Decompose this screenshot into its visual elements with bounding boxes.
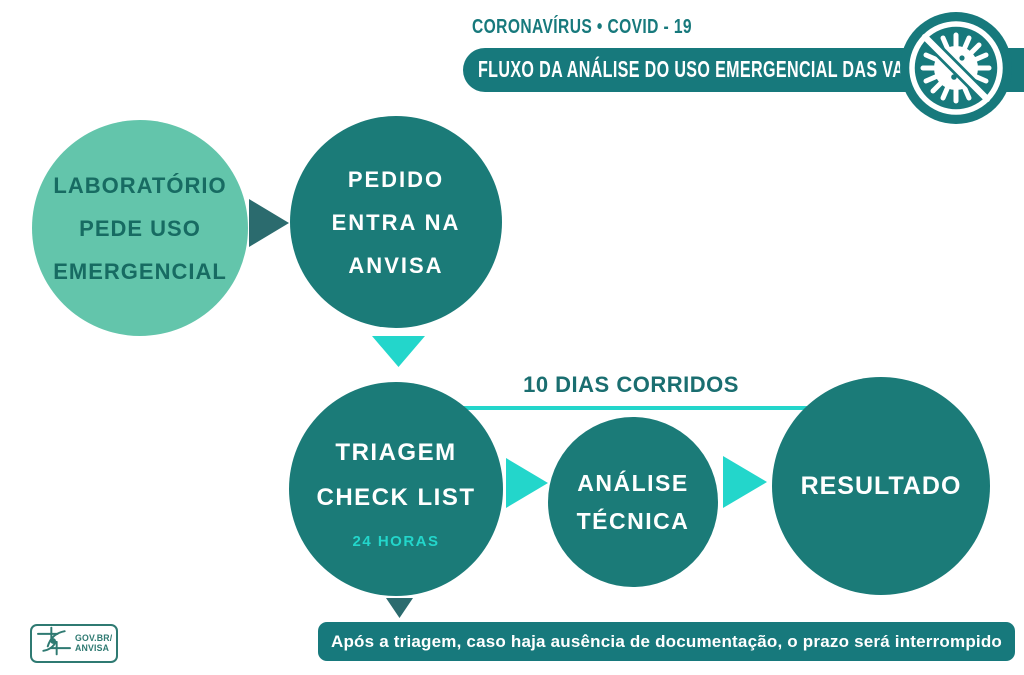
timeline-line <box>397 406 871 410</box>
step-analise-circle: ANÁLISE TÉCNICA <box>548 417 718 587</box>
arrow-right-icon <box>506 458 548 508</box>
govbr-anvisa-logo: GOV.BR/ ANVISA <box>30 624 118 663</box>
arrow-down-icon <box>372 336 425 367</box>
step-resultado-circle: RESULTADO <box>772 377 990 595</box>
timeline-label: 10 DIAS CORRIDOS <box>523 372 739 397</box>
arrow-right-icon <box>723 456 767 508</box>
arrow-down-icon <box>386 598 413 618</box>
no-virus-icon <box>899 11 1013 125</box>
step-triagem-label: TRIAGEM CHECK LIST <box>316 438 476 511</box>
step-triagem-duration: 24 HORAS <box>352 532 440 550</box>
logo-line1: GOV.BR/ <box>75 632 113 644</box>
step-triagem-circle: TRIAGEM CHECK LIST 24 HORAS <box>289 382 503 596</box>
anvisa-symbol-icon <box>36 625 72 662</box>
note-text: Após a triagem, caso haja ausência de do… <box>330 631 1003 651</box>
step-laboratorio-circle: LABORATÓRIO PEDE USO EMERGENCIAL <box>32 120 248 336</box>
header-banner-title: FLUXO DA ANÁLISE DO USO EMERGENCIAL DAS … <box>478 56 957 82</box>
note-banner: Após a triagem, caso haja ausência de do… <box>318 622 1015 661</box>
header-kicker: CORONAVÍRUS • COVID - 19 <box>472 16 692 38</box>
arrow-right-icon <box>249 199 289 247</box>
logo-line2: ANVISA <box>75 642 110 654</box>
logo-text: GOV.BR/ ANVISA <box>75 632 113 654</box>
step-pedido-circle: PEDIDO ENTRA NA ANVISA <box>290 116 502 328</box>
